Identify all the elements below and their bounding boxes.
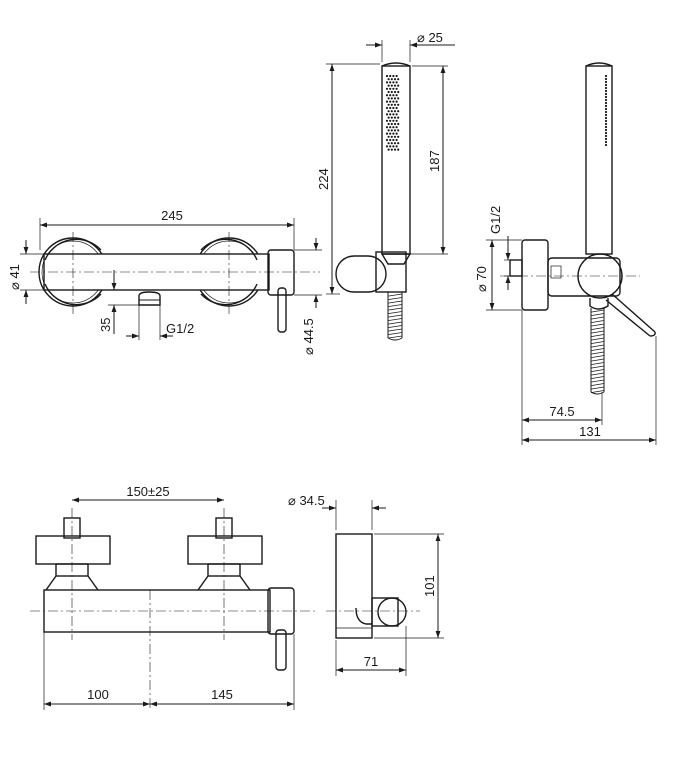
mixer-front-view — [30, 232, 320, 333]
nozzle-pattern-side — [604, 74, 608, 147]
label-dia-body: ⌀ 41 — [7, 264, 22, 290]
dim-outlet: 35 G1/2 — [98, 270, 194, 340]
dim-100-145: 100 145 — [43, 632, 295, 710]
dim-74-5: 74.5 — [521, 310, 603, 445]
dim-187: 187 — [410, 65, 448, 255]
mixer-elevation-view — [30, 508, 316, 708]
dim-width-245: 245 — [39, 208, 295, 250]
label-depth-inner: 74.5 — [549, 404, 574, 419]
label-dia-head: ⌀ 25 — [417, 30, 443, 45]
label-depth-total: 131 — [579, 424, 601, 439]
label-left-offset: 100 — [87, 687, 109, 702]
label-holder-dia: ⌀ 34.5 — [288, 493, 325, 508]
label-total-length: 224 — [316, 168, 331, 190]
label-side-thread: G1/2 — [488, 206, 503, 234]
dim-dia-25: ⌀ 25 — [366, 30, 455, 62]
hose-coil-upper — [387, 293, 403, 339]
dim-dia-34-5: ⌀ 34.5 — [288, 493, 386, 530]
dim-side-thread: G1/2 — [488, 206, 511, 290]
side-view — [500, 62, 656, 395]
dim-dia-70: ⌀ 70 — [474, 239, 522, 311]
dim-dia-44-5: ⌀ 44.5 — [294, 238, 322, 355]
hose-coil-side — [590, 309, 605, 393]
label-holder-depth: 71 — [364, 654, 378, 669]
dim-150-25: 150±25 — [72, 484, 224, 503]
dim-101: 101 — [374, 533, 444, 639]
nozzle-pattern — [385, 74, 400, 151]
label-head-length: 187 — [427, 150, 442, 172]
label-outlet-offset: 35 — [98, 318, 113, 332]
label-holder-height: 101 — [422, 575, 437, 597]
label-width: 245 — [161, 208, 183, 223]
dim-224: 224 — [316, 63, 380, 295]
label-outlet-thread: G1/2 — [166, 321, 194, 336]
handshower-view — [335, 62, 412, 341]
label-centers: 150±25 — [126, 484, 169, 499]
holder-view — [326, 533, 420, 639]
dim-dia-41: ⌀ 41 — [7, 240, 44, 304]
dim-131: 131 — [522, 336, 657, 445]
dim-71: 71 — [335, 626, 407, 676]
label-right-offset: 145 — [211, 687, 233, 702]
label-dia-handle: ⌀ 44.5 — [301, 318, 316, 355]
label-dia-flange: ⌀ 70 — [474, 266, 489, 292]
